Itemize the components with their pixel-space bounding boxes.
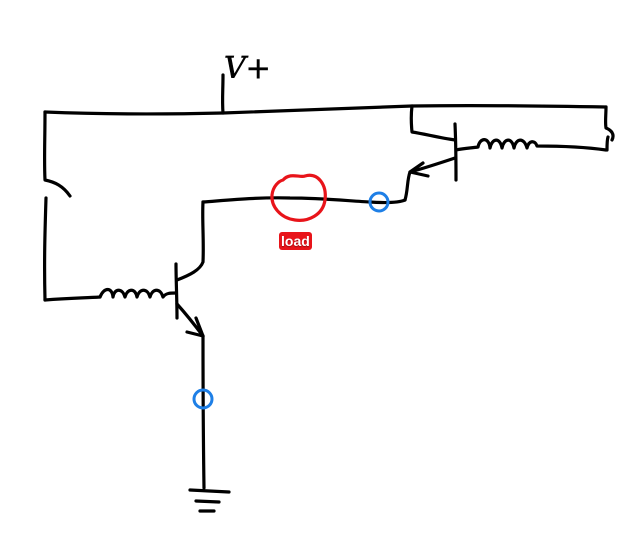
load-label: load <box>279 232 312 250</box>
ground-symbol <box>188 488 231 513</box>
upper-transistor-base <box>453 122 458 182</box>
left-wire-upper <box>42 110 72 198</box>
probe-point-top <box>368 191 390 213</box>
upper-transistor-emitter <box>409 104 457 142</box>
ground-wire <box>201 334 206 490</box>
probe-point-bottom <box>192 388 214 410</box>
upper-resistor <box>454 138 608 152</box>
left-bottom-wire <box>43 295 102 302</box>
left-wire-lower <box>42 196 48 302</box>
top-rail <box>43 103 608 116</box>
right-wire <box>603 105 615 152</box>
lower-transistor-base <box>174 262 179 320</box>
supply-label: V+ <box>224 51 271 86</box>
upper-emitter-arrow <box>408 161 430 178</box>
lower-transistor-collector <box>175 200 205 282</box>
upper-transistor-collector <box>403 156 457 202</box>
load-element <box>270 173 327 222</box>
left-resistor <box>98 287 178 299</box>
load-line <box>201 196 407 205</box>
